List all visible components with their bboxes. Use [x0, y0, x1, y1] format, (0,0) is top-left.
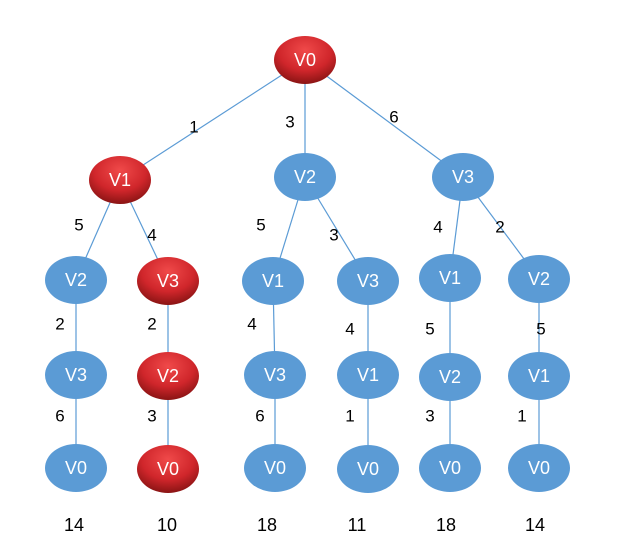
node-label: V3: [157, 271, 179, 291]
node-label: V0: [357, 459, 379, 479]
tree-node: V1: [242, 257, 304, 305]
path-total-label: 18: [436, 515, 456, 535]
node-label: V0: [528, 458, 550, 478]
tree-node: V0: [244, 444, 306, 492]
edge-weight-label: 4: [433, 217, 442, 236]
tree-node: V0: [508, 444, 570, 492]
node-ellipse: [242, 257, 304, 305]
node-label: V2: [157, 366, 179, 386]
node-ellipse: [508, 444, 570, 492]
node-ellipse: [508, 255, 570, 303]
node-ellipse-highlighted: [89, 156, 151, 204]
tree-edge: [119, 59, 306, 181]
tree-node: V0: [419, 444, 481, 492]
path-total-label: 10: [157, 515, 177, 535]
node-label: V0: [264, 458, 286, 478]
tree-node: V1: [508, 352, 570, 400]
node-ellipse: [244, 444, 306, 492]
node-label: V3: [452, 167, 474, 187]
edge-weight-label: 5: [536, 319, 545, 338]
tree-edge: [304, 59, 464, 178]
tree-node: V1: [337, 351, 399, 399]
tree-node: V3: [337, 257, 399, 305]
edge-weight-label: 4: [345, 319, 354, 338]
node-label: V0: [65, 458, 87, 478]
edge-weight-label: 1: [517, 406, 526, 425]
node-label: V1: [262, 271, 284, 291]
tree-node: V2: [137, 352, 199, 400]
node-ellipse: [45, 256, 107, 304]
node-ellipse: [508, 352, 570, 400]
node-ellipse-highlighted: [137, 352, 199, 400]
edge-weight-label: 2: [495, 217, 504, 236]
tree-node: V0: [45, 444, 107, 492]
edge-weight-label: 6: [389, 107, 398, 126]
tree-node: V2: [45, 256, 107, 304]
node-label: V2: [65, 270, 87, 290]
edge-weight-label: 6: [255, 406, 264, 425]
edge-weight-label: 6: [55, 406, 64, 425]
node-ellipse: [244, 351, 306, 399]
tree-node: V2: [274, 153, 336, 201]
path-totals-layer: 14 10 18 11 18 14: [64, 515, 545, 535]
edge-weight-label: 3: [147, 406, 156, 425]
node-label: V3: [65, 365, 87, 385]
node-label: V3: [264, 365, 286, 385]
edge-weight-label: 5: [256, 215, 265, 234]
node-label: V1: [528, 366, 550, 386]
tree-node: V3: [45, 351, 107, 399]
node-label: V2: [294, 167, 316, 187]
edge-weight-label: 2: [55, 314, 64, 333]
node-label: V0: [157, 459, 179, 479]
node-ellipse-highlighted: [274, 36, 336, 84]
node-ellipse: [274, 153, 336, 201]
node-label: V1: [109, 170, 131, 190]
edge-weight-label: 3: [285, 112, 294, 131]
edge-weight-label: 3: [425, 406, 434, 425]
edge-weight-label: 2: [147, 314, 156, 333]
tree-node: V0: [337, 445, 399, 493]
node-label: V2: [439, 367, 461, 387]
node-ellipse: [419, 353, 481, 401]
edge-weight-label: 5: [74, 215, 83, 234]
tree-node: V1: [419, 254, 481, 302]
edge-weight-label: 1: [345, 406, 354, 425]
node-ellipse: [419, 444, 481, 492]
node-ellipse: [337, 445, 399, 493]
node-ellipse-highlighted: [137, 445, 199, 493]
path-total-label: 11: [348, 515, 367, 535]
edge-weight-label: 4: [147, 225, 156, 244]
path-total-label: 14: [64, 515, 84, 535]
node-ellipse: [45, 351, 107, 399]
node-ellipse-highlighted: [137, 257, 199, 305]
edge-weight-label: 5: [425, 319, 434, 338]
node-label: V1: [357, 365, 379, 385]
node-ellipse: [337, 257, 399, 305]
node-ellipse: [419, 254, 481, 302]
node-ellipse: [432, 153, 494, 201]
edge-weight-label: 1: [189, 117, 198, 136]
node-label: V1: [439, 268, 461, 288]
tree-node: V2: [419, 353, 481, 401]
tree-node: V1: [89, 156, 151, 204]
tree-node: V0: [274, 36, 336, 84]
tree-node: V3: [244, 351, 306, 399]
tree-node: V0: [137, 445, 199, 493]
tree-node: V3: [432, 153, 494, 201]
node-label: V3: [357, 271, 379, 291]
path-total-label: 14: [525, 515, 545, 535]
edge-weight-label: 4: [247, 314, 256, 333]
edge-weight-label: 3: [329, 225, 338, 244]
tree-node: V3: [137, 257, 199, 305]
node-label: V2: [528, 269, 550, 289]
node-label: V0: [439, 458, 461, 478]
path-total-label: 18: [257, 515, 277, 535]
node-ellipse: [337, 351, 399, 399]
node-label: V0: [294, 50, 316, 70]
node-ellipse: [45, 444, 107, 492]
tree-node: V2: [508, 255, 570, 303]
